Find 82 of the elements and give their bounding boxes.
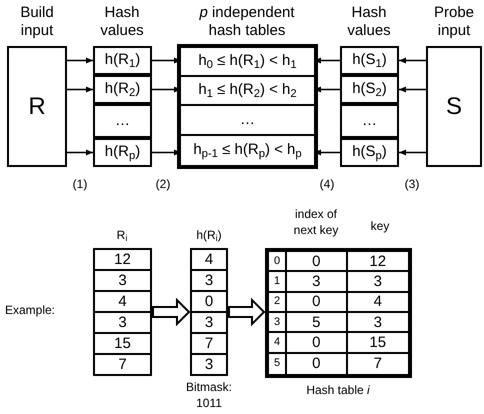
arrow <box>399 150 426 156</box>
heading-label: (3) <box>404 177 420 191</box>
arrow <box>399 58 426 64</box>
arrow <box>67 150 93 156</box>
table-cell-text: 4 <box>274 336 280 348</box>
heading-label: Build input <box>20 4 54 39</box>
heading-label: (4) <box>320 177 334 191</box>
box-text: h(R$_{2}$) <box>104 79 140 101</box>
box-text: h$_{p-1}$ ≤ h(R$_{p}$) < h$_{p}$ <box>193 140 302 162</box>
block-arrow <box>152 298 190 326</box>
table-cell-text: 5 <box>312 314 320 330</box>
box-text: h(S$_{p}$) <box>352 142 387 164</box>
hash-value-box <box>93 75 152 104</box>
box-text: … <box>240 110 255 130</box>
box-text: h(S$_{2}$) <box>352 79 387 101</box>
table-cell-text: 3 <box>204 315 214 330</box>
table-cell-text: 1 <box>274 276 280 287</box>
block-arrow <box>228 298 266 326</box>
table-cell-text: 3 <box>118 315 127 330</box>
box-text: h(R$_{1}$) <box>104 50 140 72</box>
table-cell-text: 4 <box>118 294 127 309</box>
box-text: R <box>28 92 46 122</box>
arrow <box>399 86 426 92</box>
heading-label: Hash values <box>100 4 144 39</box>
box-text: h(S$_{1}$) <box>352 50 387 72</box>
heading-label: Probe input <box>434 4 474 39</box>
table-cell-text: 12 <box>114 252 131 267</box>
hash-value-box <box>340 46 399 75</box>
table-cell-text: 0 <box>312 334 320 350</box>
table-cell-text: 15 <box>369 334 386 350</box>
box-text: h(R$_{p}$) <box>104 142 140 164</box>
table-cell-text: 4 <box>374 294 382 310</box>
heading-label: p independent hash tables <box>199 4 295 39</box>
table-cell-text: 7 <box>204 336 214 351</box>
box-text: … <box>115 110 130 131</box>
node-label: key <box>370 219 390 233</box>
table-cell-text: 4 <box>204 252 214 267</box>
value-column <box>190 248 228 376</box>
hash-value-box <box>340 75 399 104</box>
node-label: Hash table i <box>306 383 370 397</box>
heading-label: (2) <box>156 177 170 191</box>
value-column <box>93 248 152 376</box>
table-cell-text: 2 <box>274 296 280 308</box>
table-cell-text: 7 <box>118 357 127 372</box>
table-cell-text: 3 <box>204 273 214 288</box>
hash-value-box <box>93 104 152 138</box>
input-box <box>7 46 67 167</box>
table-cell-text: 15 <box>114 336 131 351</box>
box-text: S <box>446 92 462 122</box>
hash-value-box <box>340 104 399 138</box>
input-box <box>426 46 482 167</box>
table-cell-text: 3 <box>204 357 214 372</box>
box-text: h$_{1}$ ≤ h(R$_{2}$) < h$_{2}$ <box>198 80 297 102</box>
node-label: h(R$_{i}$) <box>196 228 222 242</box>
node-label: R$_{i}$ <box>116 228 128 242</box>
table-cell-text: 3 <box>118 273 127 288</box>
heading-label: Hash values <box>347 4 391 39</box>
table-cell-text: 0 <box>274 256 280 267</box>
box-text: … <box>362 110 377 131</box>
node-label: Bitmask: 1011 <box>186 380 232 410</box>
table-cell-text: 3 <box>312 274 320 289</box>
table-cell-text: 0 <box>312 294 320 310</box>
table-cell-text: 3 <box>374 314 382 330</box>
arrow <box>67 58 93 64</box>
node-label: index of next key <box>294 207 338 237</box>
hash-table-frame <box>177 44 318 169</box>
table-cell-text: 0 <box>312 356 320 372</box>
table-cell-text: 0 <box>204 294 214 309</box>
hash-value-box <box>93 46 152 75</box>
hash-value-box <box>340 138 399 167</box>
hash-value-box <box>93 138 152 167</box>
table-cell-text: 12 <box>369 254 386 269</box>
table-cell-text: 3 <box>374 274 382 289</box>
heading-label: Example: <box>4 303 56 317</box>
hash-table <box>265 248 412 378</box>
table-cell-text: 3 <box>274 316 280 328</box>
table-cell-text: 5 <box>274 358 280 370</box>
heading-label: (1) <box>72 177 88 191</box>
table-cell-text: 0 <box>312 254 320 269</box>
arrow <box>67 86 93 92</box>
table-cell-text: 7 <box>374 356 382 372</box>
box-text: h$_{0}$ ≤ h(R$_{1}$) < h$_{1}$ <box>198 51 297 73</box>
